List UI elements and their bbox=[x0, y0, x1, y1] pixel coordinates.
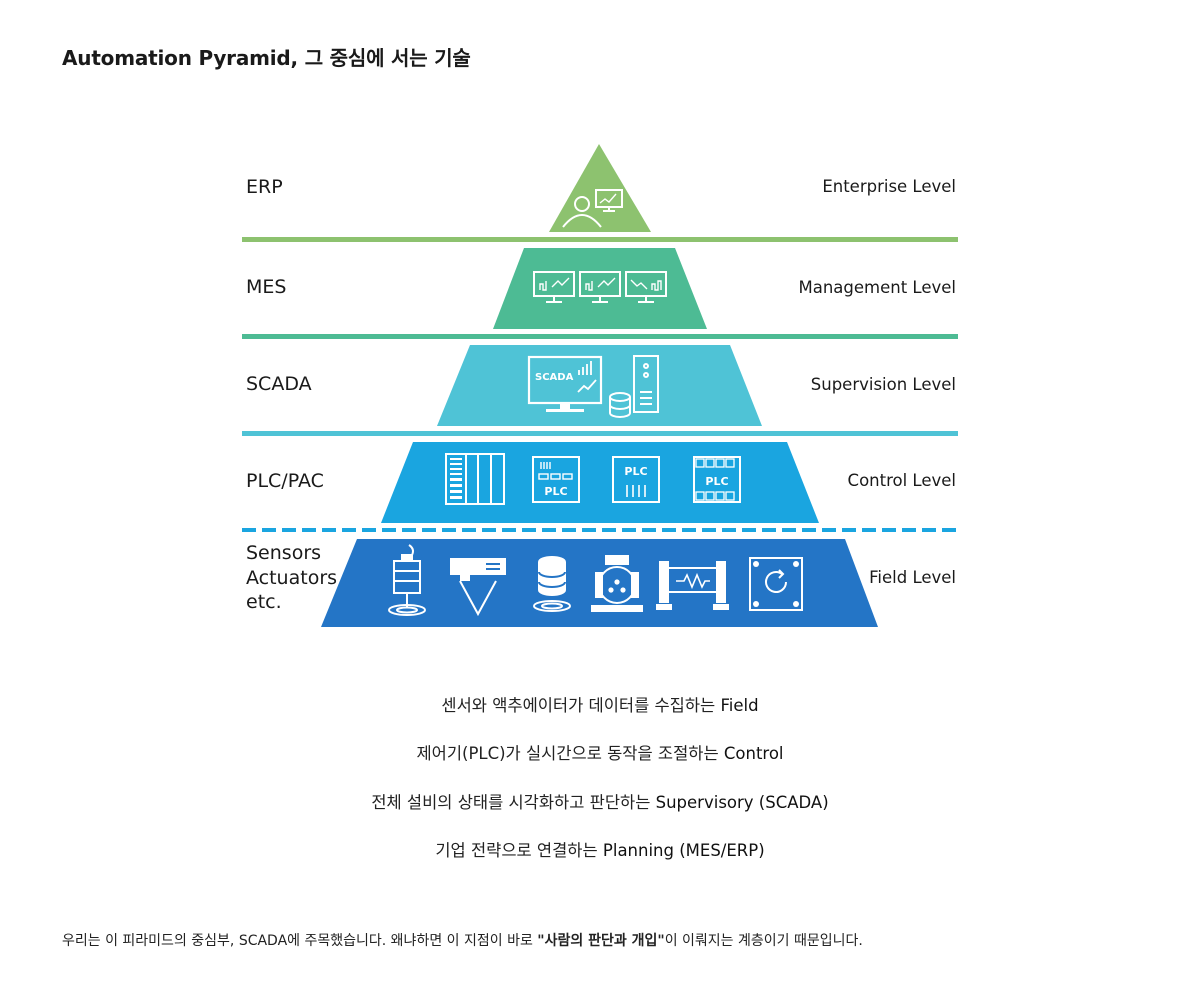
separator-line-erp bbox=[242, 237, 958, 242]
cylinder-tank-icon bbox=[533, 556, 571, 612]
description-text: 센서와 액추에이터가 데이터를 수집하는 bbox=[441, 696, 721, 715]
rotary-encoder-icon bbox=[749, 557, 803, 611]
description-keyword: Planning (MES/ERP) bbox=[602, 841, 765, 860]
level-label-erp: ERP bbox=[246, 176, 283, 198]
level-name-management: Management Level bbox=[798, 278, 957, 297]
description-keyword: Field bbox=[720, 696, 759, 715]
laser-sensor-icon bbox=[450, 558, 506, 617]
tier-mes bbox=[493, 248, 707, 329]
level-label-field-devices: Sensors Actuators etc. bbox=[246, 542, 338, 614]
footer-note: 우리는 이 피라미드의 중심부, SCADA에 주목했습니다. 왜냐하면 이 지… bbox=[62, 930, 863, 950]
description-text: 제어기(PLC)가 실시간으로 동작을 조절하는 bbox=[416, 744, 724, 763]
level-label-scada: SCADA bbox=[246, 373, 312, 395]
level-label-mes: MES bbox=[246, 276, 287, 298]
footer-text: 에 주목했습니다. 왜냐하면 이 지점이 바로 bbox=[287, 933, 538, 949]
database-icon bbox=[609, 392, 631, 418]
person-monitor-icon bbox=[562, 189, 623, 228]
plc-module-label: PLC bbox=[544, 485, 567, 498]
scada-monitor-icon: SCADA bbox=[527, 355, 603, 412]
footer-scada: SCADA bbox=[238, 933, 288, 949]
plc-module-icon: PLC bbox=[532, 456, 580, 503]
separator-line-scada bbox=[242, 431, 958, 436]
description-keyword: Supervisory (SCADA) bbox=[655, 793, 829, 812]
description-line-control: 제어기(PLC)가 실시간으로 동작을 조절하는 Control bbox=[0, 740, 1200, 764]
scada-monitor-label: SCADA bbox=[535, 372, 574, 383]
level-name-enterprise: Enterprise Level bbox=[822, 177, 956, 196]
probe-sensor-icon bbox=[388, 544, 426, 616]
plc-card-label: PLC bbox=[624, 465, 647, 478]
level-name-supervision: Supervision Level bbox=[810, 375, 956, 394]
automation-pyramid-diagram: SCADA bbox=[242, 144, 958, 627]
tier-scada bbox=[437, 345, 762, 426]
plc-card-icon: PLC bbox=[612, 456, 660, 503]
level-label-plc-pac: PLC/PAC bbox=[246, 470, 324, 492]
motor-pump-icon bbox=[591, 555, 643, 612]
separator-line-mes bbox=[242, 334, 958, 339]
description-line-planning: 기업 전략으로 연결하는 Planning (MES/ERP) bbox=[0, 837, 1200, 861]
level-name-field: Field Level bbox=[869, 568, 956, 587]
description-line-field: 센서와 액추에이터가 데이터를 수집하는 Field bbox=[0, 692, 1200, 716]
tier-erp bbox=[549, 144, 651, 232]
monitor-chart-icon bbox=[533, 271, 575, 303]
description-keyword: Control bbox=[723, 744, 784, 763]
plc-terminal-label: PLC bbox=[705, 475, 728, 488]
monitor-chart-icon bbox=[625, 271, 667, 303]
monitor-chart-icon bbox=[579, 271, 621, 303]
server-tower-icon bbox=[633, 355, 659, 413]
description-text: 전체 설비의 상태를 시각화하고 판단하는 bbox=[371, 793, 656, 812]
footer-quote: "사람의 판단과 개입" bbox=[537, 933, 665, 949]
footer-text: 우리는 이 피라미드의 중심부, bbox=[62, 933, 239, 949]
level-name-control: Control Level bbox=[847, 471, 956, 490]
page-title: Automation Pyramid, 그 중심에 서는 기술 bbox=[62, 46, 471, 70]
description-text: 기업 전략으로 연결하는 bbox=[435, 841, 603, 860]
io-rack-icon bbox=[445, 453, 505, 505]
actuator-valve-icon bbox=[656, 561, 729, 610]
footer-text: 이 이뤄지는 계층이기 때문입니다. bbox=[664, 933, 863, 949]
plc-terminal-icon: PLC bbox=[693, 456, 741, 503]
description-line-supervisory: 전체 설비의 상태를 시각화하고 판단하는 Supervisory (SCADA… bbox=[0, 789, 1200, 813]
